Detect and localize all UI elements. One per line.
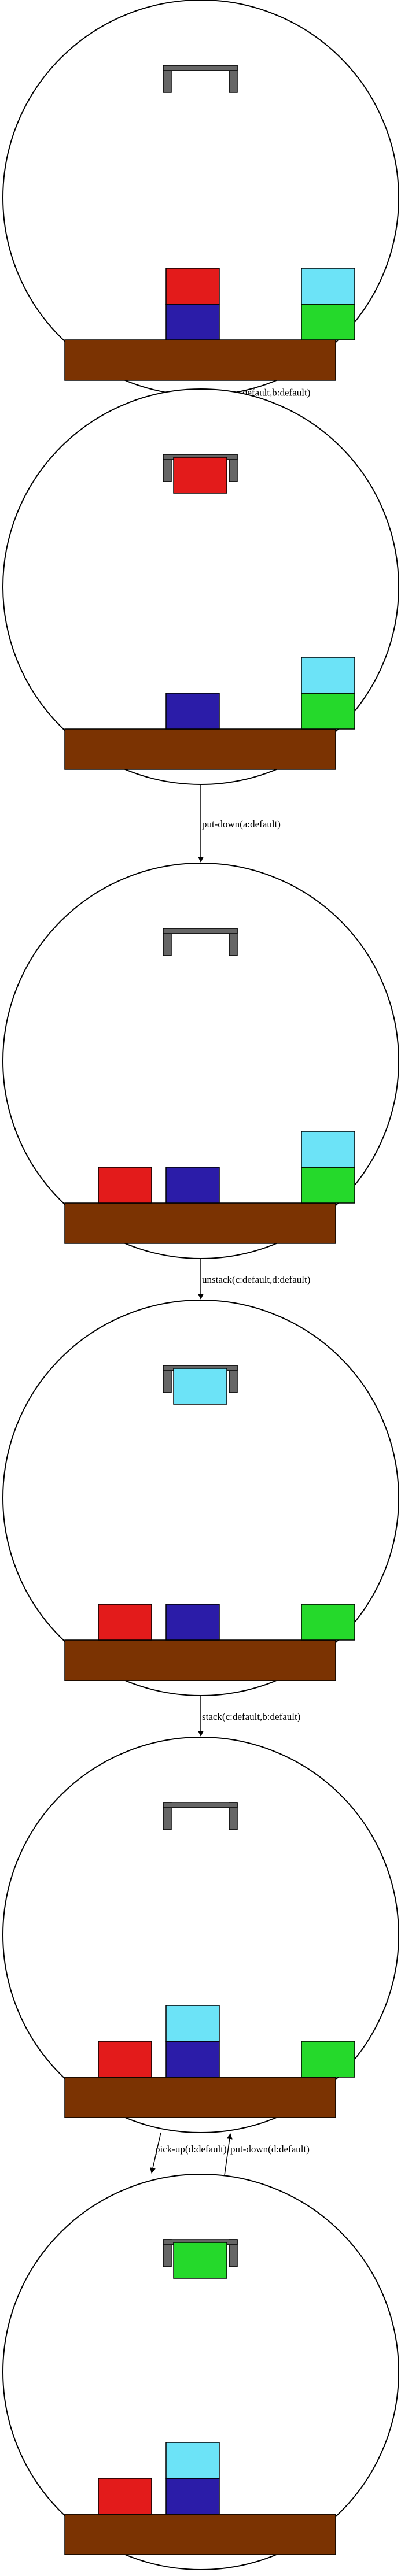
held-block-a xyxy=(173,457,227,494)
state-node-s0 xyxy=(2,0,399,396)
block-d xyxy=(301,2041,355,2078)
edge-label: pick-up(d:default) xyxy=(155,2144,227,2155)
gripper xyxy=(163,1802,238,1830)
block-c xyxy=(165,2005,220,2042)
held-block-d xyxy=(173,2242,227,2279)
table xyxy=(64,2077,336,2118)
block-d xyxy=(301,1167,355,1204)
transition-edge-s5-s4: put-down(d:default) xyxy=(224,2133,310,2176)
block-a xyxy=(98,2478,152,2515)
table xyxy=(64,1639,336,1681)
block-a xyxy=(98,1167,152,1204)
edge-arrow xyxy=(224,2133,233,2176)
gripper xyxy=(163,1365,238,1405)
block-d xyxy=(301,1604,355,1641)
edge-label: put-down(a:default) xyxy=(202,819,281,830)
state-circle xyxy=(2,1737,399,2133)
held-block-c xyxy=(173,1368,227,1405)
transition-edge-s4-s5: pick-up(d:default) xyxy=(150,2132,227,2174)
state-node-s2 xyxy=(2,863,399,1259)
table xyxy=(64,2514,336,2555)
block-b xyxy=(165,1604,220,1641)
state-node-s3 xyxy=(2,1300,399,1696)
state-node-s4 xyxy=(2,1737,399,2133)
block-b xyxy=(165,1167,220,1204)
block-a xyxy=(98,1604,152,1641)
block-c xyxy=(301,657,355,694)
block-a xyxy=(165,268,220,305)
table xyxy=(64,728,336,770)
block-c xyxy=(301,268,355,305)
transition-edge-s3-s4: stack(c:default,b:default) xyxy=(198,1696,300,1737)
block-b xyxy=(165,304,220,340)
block-c xyxy=(165,2442,220,2479)
block-a xyxy=(98,2041,152,2078)
state-circle xyxy=(2,2174,399,2570)
transition-edge-s1-s2: put-down(a:default) xyxy=(198,784,281,863)
block-d xyxy=(301,693,355,730)
gripper xyxy=(163,454,238,494)
state-node-s5 xyxy=(2,2174,399,2570)
block-d xyxy=(301,304,355,340)
table xyxy=(64,339,336,381)
gripper xyxy=(163,65,238,93)
transition-edge-s2-s3: unstack(c:default,d:default) xyxy=(198,1259,310,1300)
state-circle xyxy=(2,388,399,785)
state-node-s1 xyxy=(2,388,399,785)
edge-label: unstack(c:default,d:default) xyxy=(202,1274,310,1285)
block-c xyxy=(301,1131,355,1168)
state-circle xyxy=(2,1300,399,1696)
edge-label: stack(c:default,b:default) xyxy=(202,1711,300,1722)
edge-label: put-down(d:default) xyxy=(230,2144,310,2155)
table xyxy=(64,1202,336,1244)
gripper xyxy=(163,2239,238,2279)
block-b xyxy=(165,2478,220,2515)
edge-arrow xyxy=(150,2132,161,2174)
block-b xyxy=(165,693,220,730)
block-b xyxy=(165,2041,220,2078)
gripper xyxy=(163,928,238,956)
state-circle xyxy=(2,863,399,1259)
